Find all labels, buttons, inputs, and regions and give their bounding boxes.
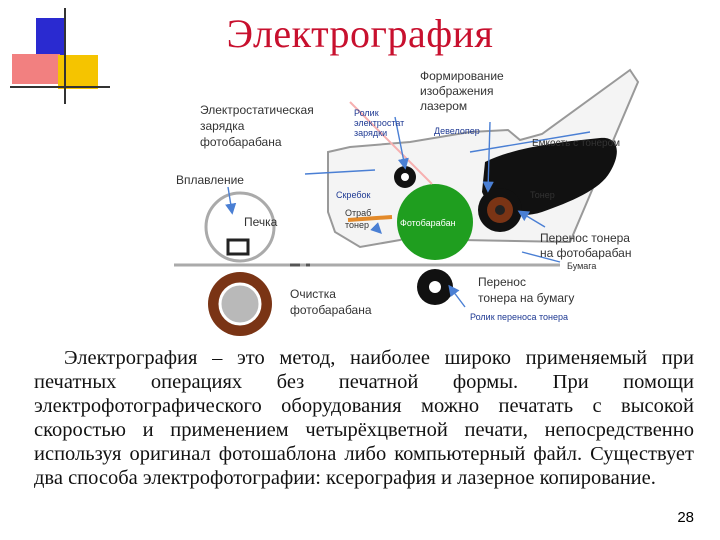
deco-vertical-line	[64, 8, 66, 104]
label-waste-2: тонер	[345, 220, 369, 230]
electrography-diagram: Формирование изображения лазером Электро…	[174, 68, 640, 336]
label-drum: Фотобарабан	[400, 218, 456, 228]
label-oven: Печка	[244, 215, 278, 229]
fuser-pressure-roller	[208, 272, 272, 336]
label-toner: Тонер	[530, 190, 555, 200]
label-roller-charge-2: электростат	[354, 118, 404, 128]
label-cleaning-1: Очистка	[290, 287, 336, 301]
label-paper-transfer-2: тонера на бумагу	[478, 291, 574, 305]
page-number: 28	[677, 509, 694, 526]
deco-red-square	[12, 54, 60, 84]
charge-roller	[394, 166, 416, 188]
label-scraper: Скребок	[336, 190, 371, 200]
label-cleaning-2: фотобарабана	[290, 303, 372, 317]
label-laser-forming-2: изображения	[420, 84, 494, 98]
label-laser-forming-3: лазером	[420, 99, 467, 113]
callout-arrows	[225, 116, 591, 308]
label-developer: Девелопер	[434, 126, 480, 136]
label-toner-tank: Емкость с тонером	[532, 138, 620, 149]
label-laser-forming-1: Формирование	[420, 69, 504, 83]
label-toner-transfer-1: Перенос тонера	[540, 231, 630, 245]
oven-roller	[204, 191, 276, 263]
label-fusing: Вплавление	[176, 173, 244, 187]
scraper-blade	[347, 215, 393, 222]
body-paragraph: Электрография – это метод, наиболее широ…	[34, 347, 694, 489]
label-transfer-roller: Ролик переноса тонера	[470, 312, 568, 322]
deco-blue-square	[36, 18, 66, 58]
developer-roller	[478, 188, 522, 232]
transfer-roller	[417, 269, 453, 305]
laser-beam	[349, 101, 433, 185]
label-charge-2: зарядка	[200, 119, 245, 133]
label-charge-3: фотобарабана	[200, 135, 282, 149]
corner-decoration	[0, 0, 110, 110]
label-roller-charge-3: зарядки	[354, 128, 387, 138]
label-waste-1: Отраб	[345, 208, 371, 218]
label-paper-transfer-1: Перенос	[478, 275, 526, 289]
label-paper: Бумага	[567, 261, 596, 271]
label-toner-transfer-2: на фотобарабан	[540, 246, 631, 260]
label-charge-1: Электростатическая	[200, 103, 314, 117]
deco-horizontal-line	[10, 86, 110, 88]
page-title: Электрография	[226, 11, 494, 56]
photo-drum	[397, 184, 473, 260]
label-roller-charge-1: Ролик	[354, 108, 379, 118]
